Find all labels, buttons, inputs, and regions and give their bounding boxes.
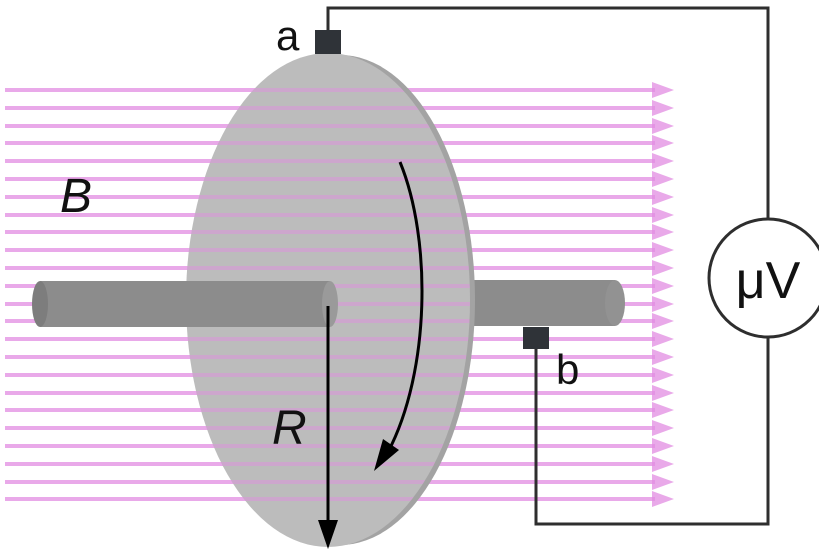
arrowhead-right-icon [652,296,674,312]
arrowhead-right-icon [652,367,674,383]
field-line-over-disk [186,426,470,430]
arrowhead-right-icon [652,331,674,347]
field-line-over-disk [186,159,470,163]
field-line-over-disk [186,141,470,145]
field-line-over-disk [186,355,470,359]
arrowhead-right-icon [652,82,674,98]
circuit-wire [326,6,770,526]
arrowhead-right-icon [652,189,674,205]
field-line-over-disk [186,391,470,395]
field-line-over-disk [186,373,470,377]
arrowhead-right-icon [652,349,674,365]
field-line-over-disk [186,213,470,217]
arrowhead-right-icon [652,402,674,418]
arrowhead-right-icon [652,385,674,401]
arrowhead-right-icon [652,278,674,294]
meter-label: μV [736,252,801,310]
field-line-over-disk [186,124,470,128]
arrowhead-right-icon [652,207,674,223]
voltmeter-icon: μV [707,217,819,339]
curved-arrow-icon [374,161,424,471]
field-line-over-disk [186,106,470,110]
field-line-over-disk [186,408,470,412]
arrowhead-right-icon [652,438,674,454]
field-line-over-disk [186,177,470,181]
arrowhead-right-icon [652,491,674,507]
arrowhead-right-icon [652,171,674,187]
contact-b-label: b [556,346,579,393]
arrowhead-right-icon [652,153,674,169]
arrowhead-right-icon [652,224,674,240]
radius-label: R [272,402,307,455]
contact-a-label: a [276,12,300,59]
axle-left [32,281,338,327]
arrowhead-right-icon [652,100,674,116]
field-line-over-disk [186,88,470,92]
field-label: B [60,170,92,223]
contact-a-brush [315,30,341,54]
arrowhead-right-icon [652,474,674,490]
contact-b-brush [523,327,549,349]
arrowhead-right-icon [652,135,674,151]
arrowhead-right-icon [652,118,674,134]
arrow-down-icon [318,306,338,549]
arrowhead-right-icon [652,420,674,436]
field-line-over-disk [186,444,470,448]
field-line-over-disk [186,337,470,341]
field-line-over-disk [186,248,470,252]
field-line-over-disk [186,230,470,234]
arrowhead-right-icon [652,242,674,258]
field-line-over-disk [186,266,470,270]
arrowhead-right-icon [652,260,674,276]
arrowhead-right-icon [652,456,674,472]
arrowhead-right-icon [652,313,674,329]
field-line-over-disk [186,195,470,199]
